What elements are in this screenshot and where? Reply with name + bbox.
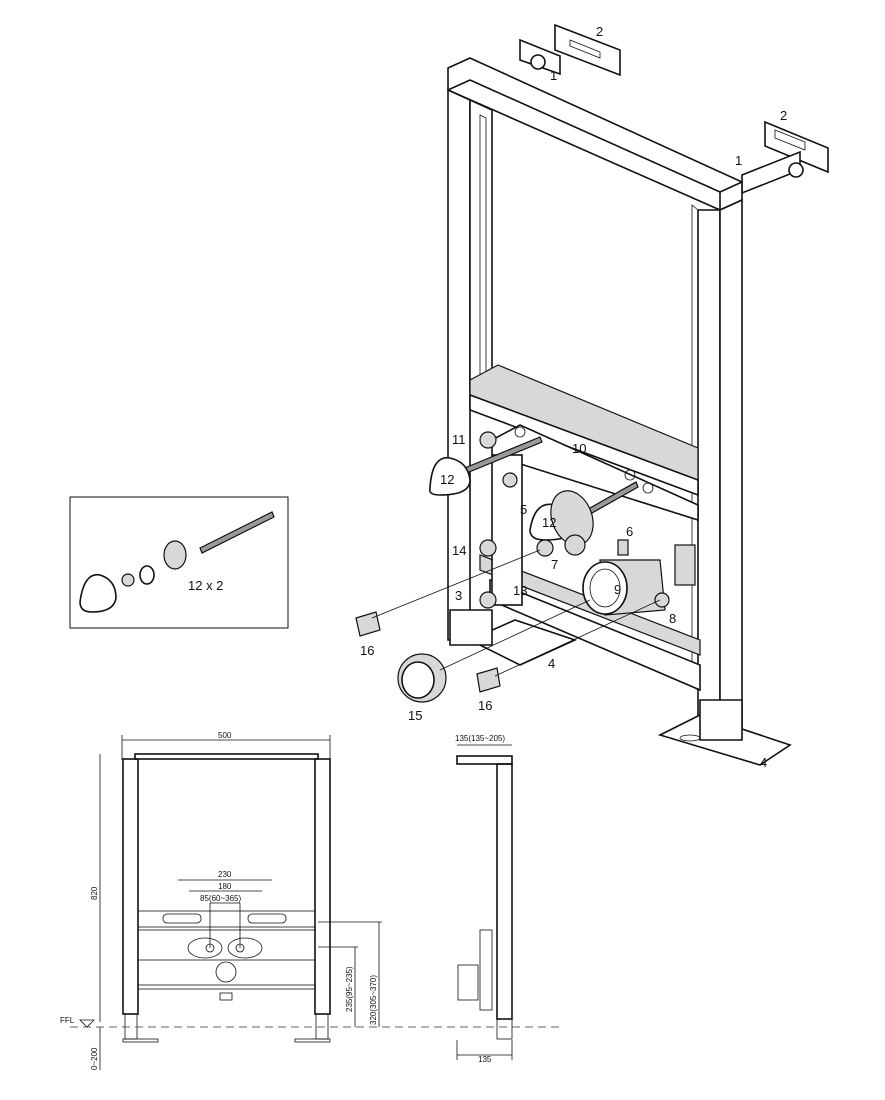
callout-6: 6 bbox=[626, 524, 633, 539]
callout-1: 1 bbox=[735, 153, 742, 168]
nut-icon bbox=[121, 573, 135, 587]
callout-8: 8 bbox=[669, 611, 676, 626]
front-view-drawing: 500 820 230 180 85(60~365) 235(95~235) bbox=[60, 731, 560, 1070]
dim-width: 500 bbox=[218, 731, 232, 740]
callout-2: 2 bbox=[780, 108, 787, 123]
inset-quantity-label: 12 x 2 bbox=[188, 578, 223, 593]
callout-4: 4 bbox=[548, 656, 555, 671]
connection-7 bbox=[536, 539, 554, 557]
callout-3: 3 bbox=[455, 588, 462, 603]
upper-rail bbox=[469, 364, 699, 481]
dim-left-height: 235(95~235) bbox=[345, 966, 354, 1012]
cone-nut-icon bbox=[79, 573, 117, 613]
callout-14: 14 bbox=[452, 543, 466, 558]
wall-bracket-top bbox=[554, 23, 621, 77]
flange-icon bbox=[163, 540, 187, 570]
dim-center: 85(60~365) bbox=[200, 894, 241, 903]
dim-depth-bottom: 135 bbox=[478, 1055, 492, 1064]
callout-1: 1 bbox=[550, 68, 557, 83]
callout-11: 11 bbox=[452, 432, 466, 447]
floor-label: FFL bbox=[60, 1016, 75, 1025]
connection-8 bbox=[654, 592, 670, 608]
callout-15: 15 bbox=[408, 708, 422, 723]
plug-16-left bbox=[355, 611, 381, 637]
bolt-1 bbox=[530, 54, 546, 70]
right-post bbox=[697, 209, 721, 739]
cone-nut-upper bbox=[428, 457, 471, 496]
washer-icon bbox=[139, 565, 155, 585]
callout-9: 9 bbox=[614, 582, 621, 597]
dim-height: 820 bbox=[90, 886, 99, 900]
dim-adjust: 0~200 bbox=[90, 1047, 99, 1070]
plug-16-right bbox=[476, 667, 501, 693]
callout-4: 4 bbox=[760, 755, 767, 770]
callout-7: 7 bbox=[551, 557, 558, 572]
callout-10: 10 bbox=[572, 441, 586, 456]
dim-230: 230 bbox=[218, 870, 232, 879]
dim-180: 180 bbox=[218, 882, 232, 891]
callout-16: 16 bbox=[478, 698, 492, 713]
dim-right-height: 320(305~370) bbox=[369, 975, 378, 1025]
callout-13: 13 bbox=[513, 583, 527, 598]
frame-isometric bbox=[355, 23, 829, 766]
dim-depth-top: 135(135~205) bbox=[455, 734, 505, 743]
threaded-rod-icon bbox=[199, 511, 275, 554]
inset-detail: 12 x 2 bbox=[69, 496, 289, 629]
callout-12: 12 bbox=[542, 515, 556, 530]
callouts: 1 2 1 2 11 10 12 12 5 6 7 14 3 13 9 8 4 … bbox=[360, 24, 787, 770]
side-view-drawing: 135(135~205) 135 bbox=[455, 734, 513, 1064]
callout-2: 2 bbox=[596, 24, 603, 39]
callout-12: 12 bbox=[440, 472, 454, 487]
callout-5: 5 bbox=[520, 502, 527, 517]
callout-16: 16 bbox=[360, 643, 374, 658]
